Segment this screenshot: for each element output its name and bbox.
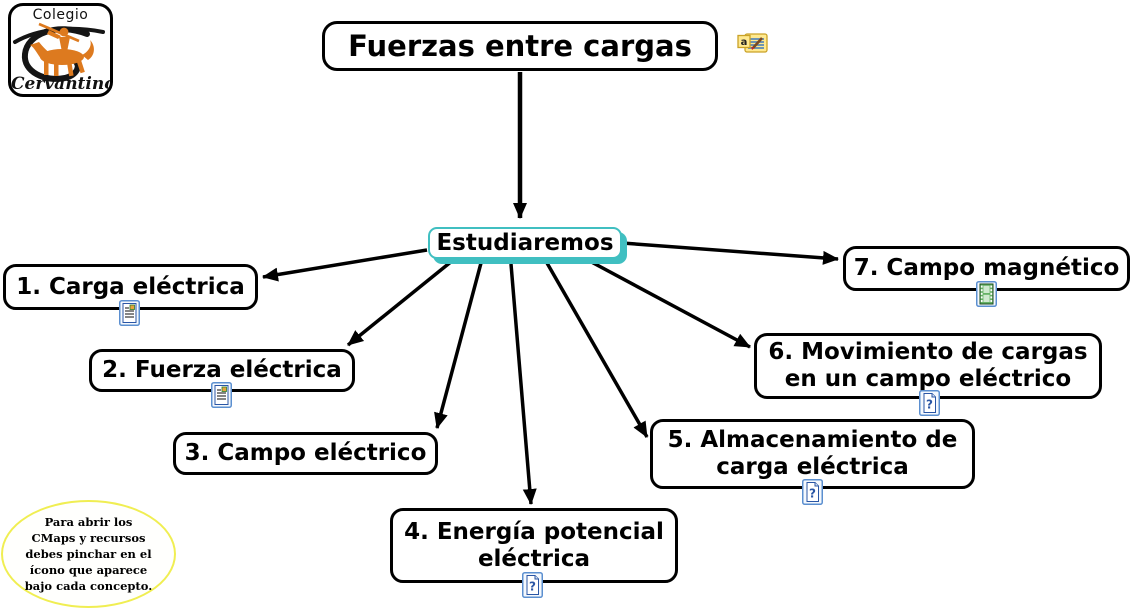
instruction-note: Para abrir los CMaps y recursos debes pi…	[1, 500, 176, 608]
arrow-to-concept-1	[262, 248, 428, 282]
logo-top-text: Colegio	[32, 7, 89, 23]
concept-label: 5. Almacenamiento de carga eléctrica	[667, 427, 958, 480]
instruction-note-text: Para abrir los CMaps y recursos debes pi…	[24, 514, 153, 594]
logo-bottom-text: Cervantino	[11, 74, 113, 94]
root-node-estudiaremos[interactable]: Estudiaremos	[428, 227, 622, 259]
cmap-document-icon[interactable]	[211, 382, 232, 408]
concept-label: 4. Energía potencial eléctrica	[404, 518, 664, 572]
title-label: Fuerzas entre cargas	[348, 29, 692, 63]
concept-node-6[interactable]: 6. Movimiento de cargas en un campo eléc…	[754, 333, 1102, 399]
title-node[interactable]: Fuerzas entre cargas	[322, 21, 718, 71]
question-document-icon[interactable]: ?	[919, 390, 940, 416]
concept-label: 2. Fuerza eléctrica	[102, 357, 342, 384]
concept-label: 7. Campo magnético	[853, 255, 1120, 282]
concept-node-4[interactable]: 4. Energía potencial eléctrica	[390, 508, 678, 583]
annotation-a-glyph: a	[741, 37, 748, 48]
arrow-to-concept-7	[621, 241, 839, 265]
arrow-to-concept-4	[509, 263, 537, 505]
question-document-icon[interactable]: ?	[522, 572, 543, 598]
cmap-document-icon[interactable]	[119, 300, 140, 326]
arrow-to-concept-2	[346, 259, 454, 347]
concept-label: 3. Campo eléctrico	[184, 440, 427, 467]
don-quixote-emblem-icon	[13, 22, 105, 82]
text-annotation-icon[interactable]: a	[737, 31, 768, 55]
arrow-to-concept-5	[545, 262, 649, 438]
question-glyph: ?	[926, 398, 933, 412]
concept-node-3[interactable]: 3. Campo eléctrico	[173, 432, 438, 475]
question-glyph: ?	[529, 580, 536, 594]
root-node-label: Estudiaremos	[436, 230, 614, 256]
arrow-to-concept-3	[434, 262, 483, 429]
question-glyph: ?	[809, 487, 816, 501]
question-document-icon[interactable]: ?	[802, 479, 823, 505]
arrow-to-concept-6	[583, 256, 751, 349]
concept-label: 6. Movimiento de cargas en un campo eléc…	[768, 339, 1088, 392]
school-logo: Colegio Cervantino	[8, 3, 113, 97]
video-film-icon[interactable]	[976, 281, 997, 307]
concept-label: 1. Carga eléctrica	[16, 273, 245, 300]
